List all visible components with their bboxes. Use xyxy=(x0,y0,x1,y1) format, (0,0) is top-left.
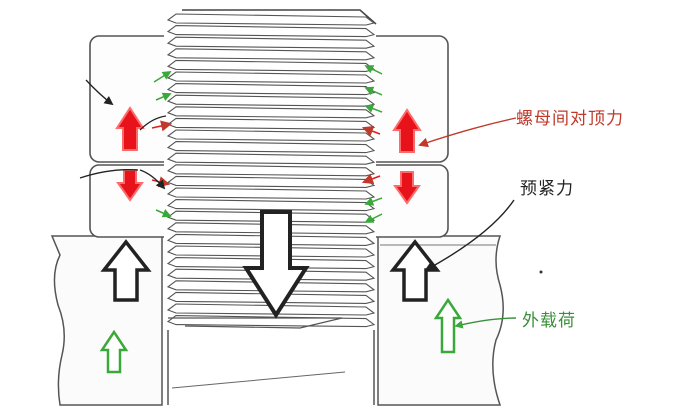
left-leader-lines xyxy=(79,79,167,190)
external-load-arrow-right xyxy=(433,297,463,354)
thread-crest xyxy=(166,141,376,154)
thread-crest xyxy=(166,187,376,200)
right-plate-reaction-arrow xyxy=(389,239,441,302)
thread-crest xyxy=(166,129,376,142)
nut-mutual-force-arrows xyxy=(115,106,422,205)
thread-crest xyxy=(166,152,376,165)
red-arrow-right-up xyxy=(392,108,422,153)
left-plate xyxy=(50,235,163,406)
thread-crest xyxy=(166,94,376,107)
leader-nut-mutual-force xyxy=(418,117,517,148)
thread-crest xyxy=(166,36,376,49)
thread-crest xyxy=(166,315,376,328)
thread-crest xyxy=(166,106,376,119)
external-load-arrow-left xyxy=(99,329,129,374)
red-arrow-left-up xyxy=(115,106,145,151)
thread-crest xyxy=(166,291,376,304)
label-nut-mutual-force: 螺母间对顶力 xyxy=(516,109,624,129)
left-plate-reaction-arrow xyxy=(100,239,152,302)
thread-crest xyxy=(166,199,376,212)
label-external-load: 外载荷 xyxy=(522,311,576,331)
thread-crest xyxy=(166,280,376,293)
thread-crest xyxy=(166,175,376,188)
leader-external-load xyxy=(454,317,517,329)
thread-green-arrows xyxy=(153,65,383,223)
red-arrow-right-down xyxy=(393,171,421,205)
thread-crest xyxy=(166,13,376,26)
thread-crest xyxy=(166,268,376,281)
thread-crest xyxy=(166,222,376,235)
thread-crest xyxy=(166,245,376,258)
thread-crest xyxy=(166,71,376,84)
label-preload-force: 预紧力 xyxy=(520,179,574,199)
thread-crest xyxy=(166,233,376,246)
thread-crest xyxy=(166,25,376,38)
thread-crest xyxy=(166,48,376,61)
red-arrow-left-down xyxy=(116,169,144,202)
leader-preload-force xyxy=(424,199,515,271)
bolt-tension-arrow xyxy=(242,210,310,319)
thread-crest xyxy=(166,257,376,270)
bolt-shank xyxy=(164,9,377,405)
thread-crest xyxy=(166,303,376,316)
thread-runout xyxy=(168,317,343,329)
